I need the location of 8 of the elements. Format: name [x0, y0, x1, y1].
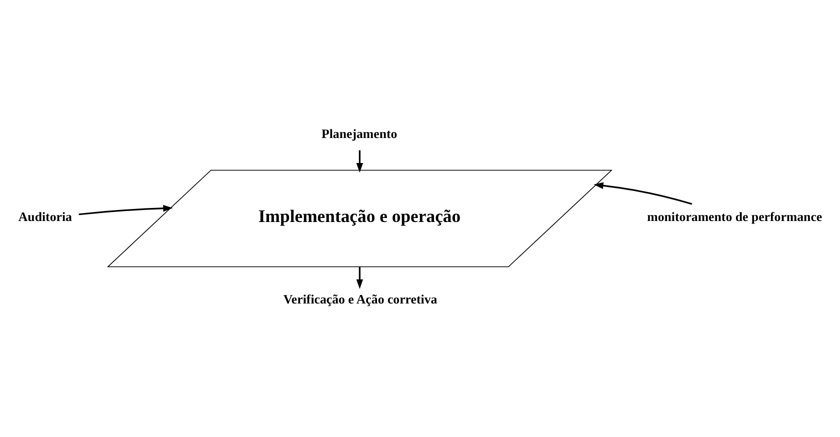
- arrow: [356, 150, 364, 173]
- arrow: [594, 182, 692, 205]
- node-text: Planejamento: [322, 126, 398, 141]
- arrow: [356, 266, 364, 290]
- arrow: [78, 204, 173, 216]
- node-text: Verificação e Ação corretiva: [283, 292, 438, 307]
- node-text: Auditoria: [18, 210, 72, 224]
- node-text: monitoramento de performance: [647, 210, 822, 224]
